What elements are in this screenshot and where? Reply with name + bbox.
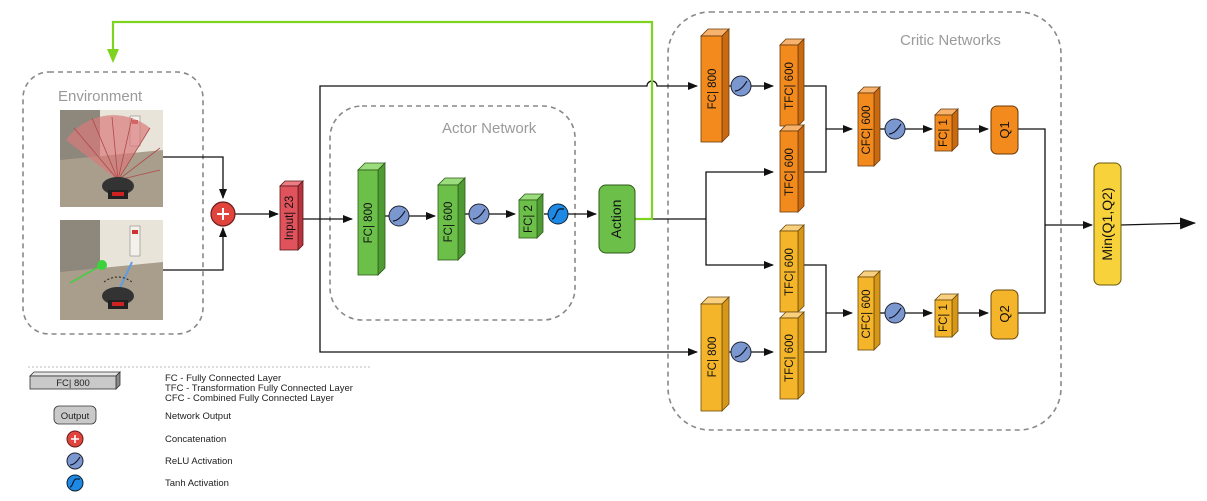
critic1-tfc-600-b-label: TFC| 600: [784, 148, 796, 196]
actor-fc-2-label: FC| 2: [523, 205, 535, 233]
legend-cfc-desc: CFC - Combined Fully Connected Layer: [165, 393, 334, 404]
feedback-arrow: [107, 20, 654, 221]
critic1-tfc-600-b: TFC| 600: [779, 124, 805, 213]
legend-output-sample-label: Output: [61, 411, 90, 422]
critic2-tfc-600-b: TFC| 600: [779, 311, 805, 400]
critic2-tfc-600-a-label: TFC| 600: [784, 248, 796, 296]
legend-tanh-icon: [66, 474, 84, 492]
legend-output-sample: Output: [53, 405, 97, 425]
critic2-fc-1-label: FC| 1: [938, 304, 950, 332]
legend: FC| 800 FC - Fully Connected Layer TFC -…: [28, 366, 372, 492]
q1-output: Q1: [990, 105, 1019, 155]
q1-label: Q1: [997, 121, 1012, 138]
q2-output: Q2: [990, 289, 1019, 340]
critic1-fc-1: FC| 1: [934, 108, 959, 152]
actor-fc-800-label: FC| 800: [363, 203, 375, 244]
legend-relu-icon: [66, 452, 84, 470]
relu-icon: [884, 118, 906, 140]
input-layer-label: Input| 23: [284, 196, 296, 241]
critic1-fc-800: FC| 800: [700, 28, 730, 143]
actor-fc-600-label: FC| 600: [443, 202, 455, 243]
legend-relu-desc: ReLU Activation: [165, 456, 233, 467]
environment-image-goal: [60, 220, 163, 320]
connections: [163, 80, 1196, 356]
min-q-output: Min(Q1,Q2): [1093, 162, 1122, 286]
relu-icon: [730, 341, 752, 363]
critic2-tfc-600-a: TFC| 600: [779, 224, 805, 313]
critic-networks-label: Critic Networks: [900, 32, 1001, 49]
critic2-fc-1: FC| 1: [934, 293, 959, 338]
action-output: Action: [598, 184, 636, 254]
relu-icon: [468, 203, 490, 225]
relu-icon: [884, 302, 906, 324]
action-label: Action: [608, 200, 624, 239]
critic2-fc-800-label: FC| 800: [707, 337, 719, 378]
actor-network-label: Actor Network: [442, 120, 537, 137]
legend-fc-desc: FC - Fully Connected Layer: [165, 373, 281, 384]
q2-label: Q2: [997, 305, 1012, 322]
legend-tanh-desc: Tanh Activation: [165, 478, 229, 489]
critic1-fc-800-label: FC| 800: [707, 69, 719, 110]
environment-group: Environment: [22, 71, 204, 335]
critic2-cfc-600-label: CFC| 600: [861, 289, 873, 338]
legend-concat-icon: [66, 430, 84, 448]
actor-fc-800: FC| 800: [357, 162, 386, 276]
actor-fc-600: FC| 600: [437, 177, 466, 261]
environment-image-lidar: [60, 110, 163, 207]
input-layer: Input| 23: [279, 180, 304, 251]
critic1-cfc-600: CFC| 600: [857, 86, 881, 167]
relu-icon: [388, 205, 410, 227]
tanh-icon: [547, 203, 569, 225]
critic1-fc-1-label: FC| 1: [938, 119, 950, 147]
concat-icon: [210, 201, 236, 227]
critic1-cfc-600-label: CFC| 600: [861, 105, 873, 154]
legend-concat-desc: Concatenation: [165, 434, 226, 445]
min-q-label: Min(Q1,Q2): [1099, 187, 1115, 260]
critic2-tfc-600-b-label: TFC| 600: [784, 334, 796, 382]
critic1-tfc-600-a-label: TFC| 600: [784, 62, 796, 110]
critic2-cfc-600: CFC| 600: [857, 270, 881, 351]
environment-label: Environment: [58, 88, 143, 105]
legend-layer-sample: FC| 800: [29, 371, 121, 390]
legend-layer-sample-label: FC| 800: [56, 378, 90, 389]
critic-networks-group: Critic Networks: [667, 11, 1062, 431]
actor-fc-2: FC| 2: [518, 193, 544, 239]
relu-icon: [730, 75, 752, 97]
legend-tfc-desc: TFC - Transformation Fully Connected Lay…: [165, 383, 353, 394]
critic1-tfc-600-a: TFC| 600: [779, 38, 805, 127]
legend-output-desc: Network Output: [165, 411, 231, 422]
critic2-fc-800: FC| 800: [700, 296, 730, 412]
actor-network-group: Actor Network: [329, 105, 576, 321]
